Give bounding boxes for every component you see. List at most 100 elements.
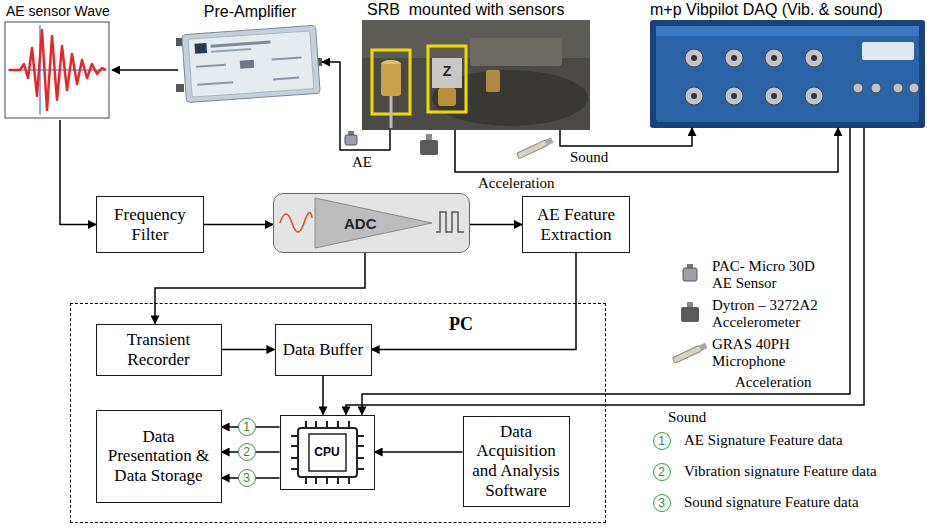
chip-pin xyxy=(357,445,364,447)
callout-number: 1 xyxy=(653,432,671,450)
panel-title: m+p Vibpilot DAQ (Vib. & sound) xyxy=(645,0,924,19)
box-label: Frequency Filter xyxy=(104,205,196,244)
daq-face xyxy=(656,26,919,122)
box-label: Data Presentation & Data Storage xyxy=(104,427,214,486)
ae-waveform xyxy=(9,30,106,110)
panel-title: Pre-Amplifier xyxy=(178,2,322,21)
bearing-photo xyxy=(362,20,590,130)
accelerometer-icon xyxy=(426,134,432,140)
adc-block: ADC xyxy=(273,193,470,253)
panel-title: AE sensor Wave xyxy=(4,2,112,21)
signal-label: Sound xyxy=(668,409,706,426)
process-box: Frequency Filter xyxy=(96,196,204,253)
signal-arrow xyxy=(222,349,275,351)
chip-pin xyxy=(305,421,307,428)
microphone-icon xyxy=(517,140,549,159)
converter-triangle xyxy=(315,198,432,248)
small-connector xyxy=(893,83,903,93)
legend-text: GRAS 40PH Microphone xyxy=(712,336,790,369)
chip-die xyxy=(309,434,346,471)
process-box: AE Feature Extraction xyxy=(522,196,630,253)
bnc-connector xyxy=(805,49,823,67)
signal-arrow xyxy=(560,128,692,146)
process-box: Data Acquisition and Analysis Software xyxy=(463,416,570,507)
legend-item: Sound signature Feature data xyxy=(684,494,859,511)
legend-item: AE Signature Feature data xyxy=(684,432,843,449)
accelerometer xyxy=(432,58,462,88)
box-label: CPU xyxy=(314,445,339,459)
process-box: Data Buffer xyxy=(275,324,372,376)
daq-body xyxy=(650,20,925,128)
bnc-connector xyxy=(805,87,823,105)
analog-wave xyxy=(280,213,312,232)
chip-pin xyxy=(357,435,364,437)
legend-item: GRAS 40PH Microphone xyxy=(712,336,834,371)
small-connector xyxy=(871,83,881,93)
microphone-icon xyxy=(546,137,554,145)
signal-arrow xyxy=(375,451,463,453)
chip-pin xyxy=(348,477,350,484)
signal-arrow xyxy=(322,62,390,150)
signal-arrow xyxy=(60,120,96,225)
connector-pin xyxy=(691,55,697,61)
panel-title: SRB mounted with sensors xyxy=(362,0,592,19)
chip-body xyxy=(298,428,357,477)
signal-arrow xyxy=(204,224,273,226)
legend-text: Vibration signature Feature data xyxy=(684,463,877,479)
daq-face xyxy=(656,26,919,36)
signal-label: Acceleration xyxy=(478,175,555,192)
small-connector xyxy=(909,83,919,93)
connector-pin xyxy=(811,55,817,61)
connector-pin xyxy=(691,93,697,99)
device-logo xyxy=(194,43,207,54)
chip-pin xyxy=(337,477,339,484)
connector-pin xyxy=(731,93,737,99)
signal-arrow xyxy=(112,69,178,71)
accelerometer-icon xyxy=(420,140,438,155)
bnc-connector xyxy=(176,84,184,92)
photo-panel: SRB mounted with sensors xyxy=(362,0,592,130)
chip-pin xyxy=(357,468,364,470)
chip-pin xyxy=(337,421,339,428)
bnc-connector xyxy=(685,87,703,105)
chip-pin xyxy=(315,421,317,428)
signal-arrow xyxy=(155,253,365,324)
sensor xyxy=(486,70,500,92)
bnc-connector xyxy=(725,49,743,67)
mounting-stud xyxy=(438,88,456,106)
signal-label: Sound xyxy=(570,149,608,166)
callout-number: 2 xyxy=(653,463,671,481)
signal-arrow xyxy=(372,253,577,350)
connector-pin xyxy=(771,55,777,61)
box-label: PC xyxy=(449,314,473,335)
signal-arrow xyxy=(322,376,324,415)
ae-sensor-icon xyxy=(683,268,697,281)
connector-pin xyxy=(771,93,777,99)
chip-pin xyxy=(305,477,307,484)
accelerometer-icon xyxy=(687,302,693,307)
adc-symbol xyxy=(274,194,469,252)
signal-arrow xyxy=(362,128,850,415)
microphone-icon xyxy=(672,345,702,363)
chip-pin xyxy=(315,477,317,484)
device-marking xyxy=(273,77,299,81)
legend-text: PAC- Micro 30D AE Sensor xyxy=(712,258,815,291)
cpu-chip xyxy=(281,416,374,489)
adc-ground xyxy=(274,194,469,252)
photo-panel: m+p Vibpilot DAQ (Vib. & sound) xyxy=(645,0,924,128)
sensor-cable xyxy=(390,96,393,128)
preamplifier-device xyxy=(176,25,322,102)
device-marking xyxy=(197,81,233,86)
box-label: Data Buffer xyxy=(283,340,363,360)
callout-number: 3 xyxy=(653,494,671,512)
device-marking xyxy=(211,48,251,53)
bnc-connector xyxy=(765,87,783,105)
signal-arrow xyxy=(455,128,838,172)
box-label: Transient Recorder xyxy=(104,330,214,369)
bnc-connector xyxy=(725,87,743,105)
ae-sensor xyxy=(381,64,401,96)
connector-pin xyxy=(731,55,737,61)
bnc-connector xyxy=(765,49,783,67)
chip-pin xyxy=(357,457,364,459)
box-label: Data Acquisition and Analysis Software xyxy=(471,422,562,500)
